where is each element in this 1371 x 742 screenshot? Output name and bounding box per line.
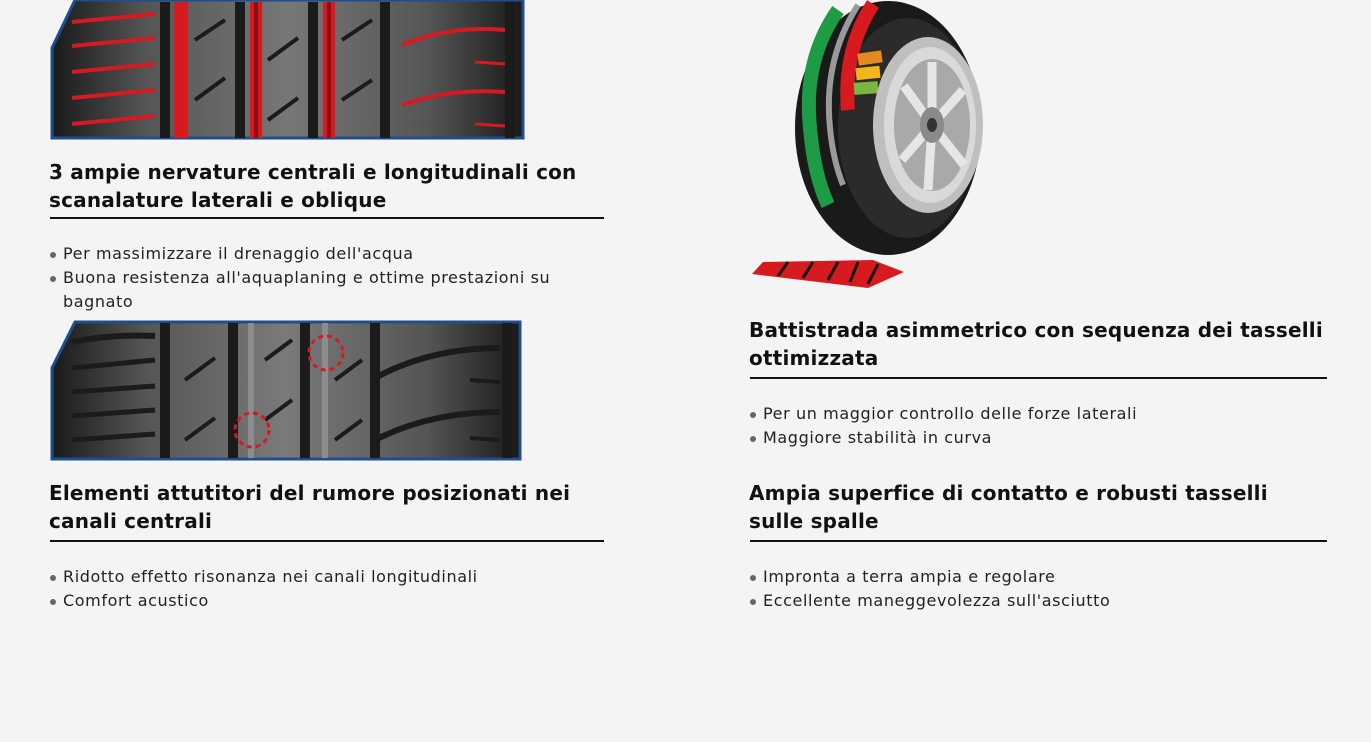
feature-4-bullets: Impronta a terra ampia e regolare Eccell… xyxy=(749,565,1309,613)
list-item: Comfort acustico xyxy=(49,589,579,613)
list-item: Ridotto effetto risonanza nei canali lon… xyxy=(49,565,579,589)
feature-3-title: Battistrada asimmetrico con sequenza dei… xyxy=(749,318,1323,370)
feature-4-divider xyxy=(750,540,1327,542)
list-item: Buona resistenza all'aquaplaning e ottim… xyxy=(49,266,579,314)
feature-2-bullets: Ridotto effetto risonanza nei canali lon… xyxy=(49,565,579,613)
list-item: Impronta a terra ampia e regolare xyxy=(749,565,1309,589)
feature-1-title: 3 ampie nervature centrali e longitudina… xyxy=(49,160,577,212)
feature-1-divider xyxy=(50,217,604,219)
feature-3-bullets: Per un maggior controllo delle forze lat… xyxy=(749,402,1309,450)
feature-2-divider xyxy=(50,540,604,542)
asymmetric-tyre-image xyxy=(718,0,1018,300)
list-item: Maggiore stabilità in curva xyxy=(749,426,1309,450)
list-item: Per massimizzare il drenaggio dell'acqua xyxy=(49,242,579,266)
feature-1-bullets: Per massimizzare il drenaggio dell'acqua… xyxy=(49,242,579,314)
list-item: Per un maggior controllo delle forze lat… xyxy=(749,402,1309,426)
feature-2-title: Elementi attutitori del rumore posiziona… xyxy=(49,481,571,533)
noise-dampers-image xyxy=(50,320,522,461)
feature-3-divider xyxy=(750,377,1327,379)
list-item: Eccellente maneggevolezza sull'asciutto xyxy=(749,589,1309,613)
feature-4-title: Ampia superfice di contatto e robusti ta… xyxy=(749,481,1268,533)
tread-ribs-highlight-image xyxy=(50,0,525,140)
